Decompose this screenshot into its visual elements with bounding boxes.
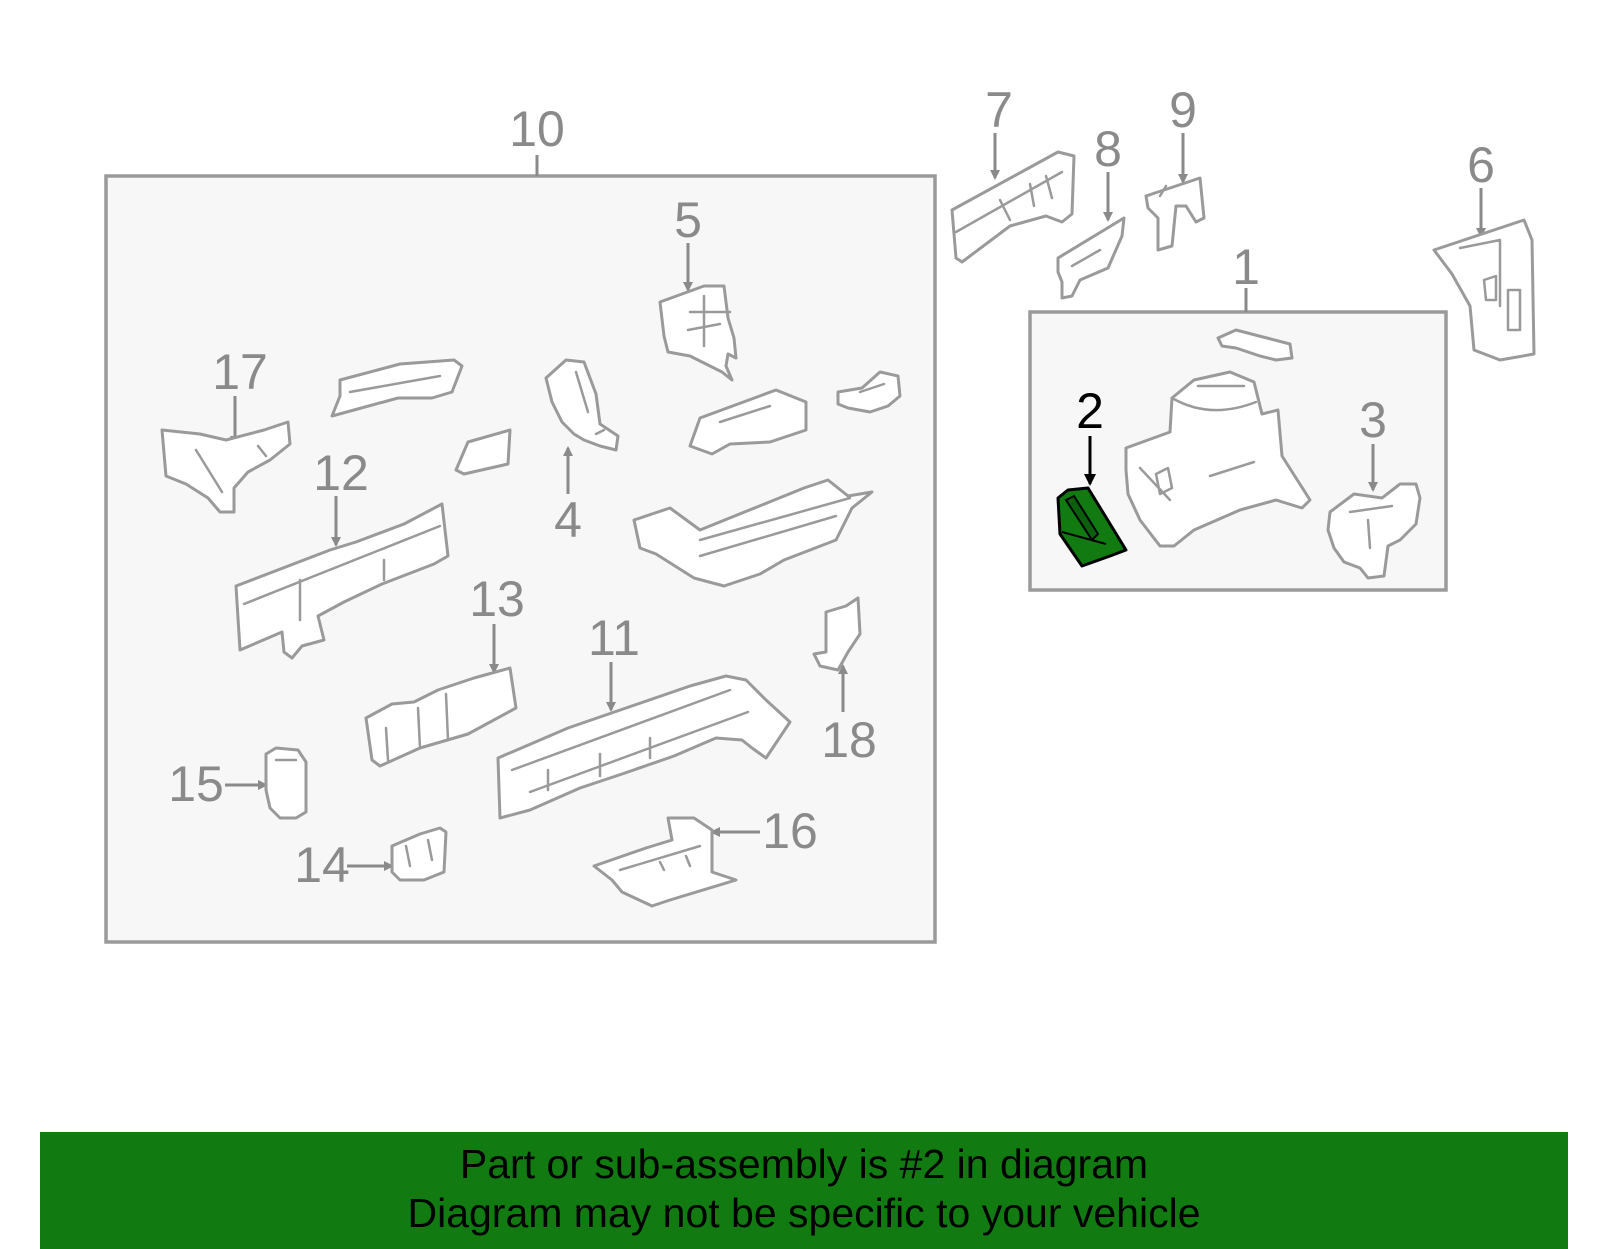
callout-7[interactable]: 7 [985,82,1013,138]
callout-15[interactable]: 15 [168,756,224,812]
part-8[interactable] [1056,216,1126,300]
callout-8[interactable]: 8 [1094,121,1122,177]
callout-4[interactable]: 4 [554,492,582,548]
callout-12[interactable]: 12 [313,445,369,501]
part-18[interactable] [812,596,862,672]
callout-1[interactable]: 1 [1232,239,1260,295]
part-bracket-b[interactable] [836,370,902,414]
part-12[interactable] [234,502,450,660]
part-14[interactable] [390,826,448,882]
callout-11[interactable]: 11 [588,610,640,666]
callout-14[interactable]: 14 [294,837,350,893]
assembly-10-box [104,174,937,944]
callout-17[interactable]: 17 [212,344,268,400]
part-15[interactable] [264,746,308,820]
part-16[interactable] [592,816,738,908]
part-2-highlighted[interactable] [1056,486,1128,568]
banner-line-1: Part or sub-assembly is #2 in diagram [459,1141,1149,1187]
part-11[interactable] [496,674,792,820]
callout-18[interactable]: 18 [821,712,877,768]
callout-5[interactable]: 5 [674,192,702,248]
part-1-bracket-top[interactable] [1216,328,1294,362]
part-1-housing[interactable] [1124,370,1312,548]
parts-diagram: 10 1 2 3 4 5 6 7 8 9 11 12 13 14 15 16 1… [104,82,1536,944]
part-6[interactable] [1432,218,1536,362]
banner-line-2: Diagram may not be specific to your vehi… [407,1190,1201,1236]
callout-16[interactable]: 16 [762,803,818,859]
part-13[interactable] [364,666,518,768]
part-small-plate[interactable] [454,428,512,476]
callout-6[interactable]: 6 [1467,137,1495,193]
callout-10[interactable]: 10 [509,101,565,157]
part-bracket-a[interactable] [688,388,808,456]
part-3[interactable] [1326,482,1422,580]
callout-9[interactable]: 9 [1169,82,1197,138]
part-channel[interactable] [632,478,874,588]
part-5[interactable] [658,284,738,382]
callout-13[interactable]: 13 [469,571,525,627]
part-9[interactable] [1144,176,1206,252]
part-7[interactable] [950,150,1076,264]
part-4[interactable] [544,358,620,452]
part-17[interactable] [160,420,292,514]
info-banner: Part or sub-assembly is #2 in diagram Di… [40,1132,1568,1249]
callout-2[interactable]: 2 [1076,383,1104,439]
callout-3[interactable]: 3 [1359,392,1387,448]
part-curved-panel[interactable] [330,358,464,418]
